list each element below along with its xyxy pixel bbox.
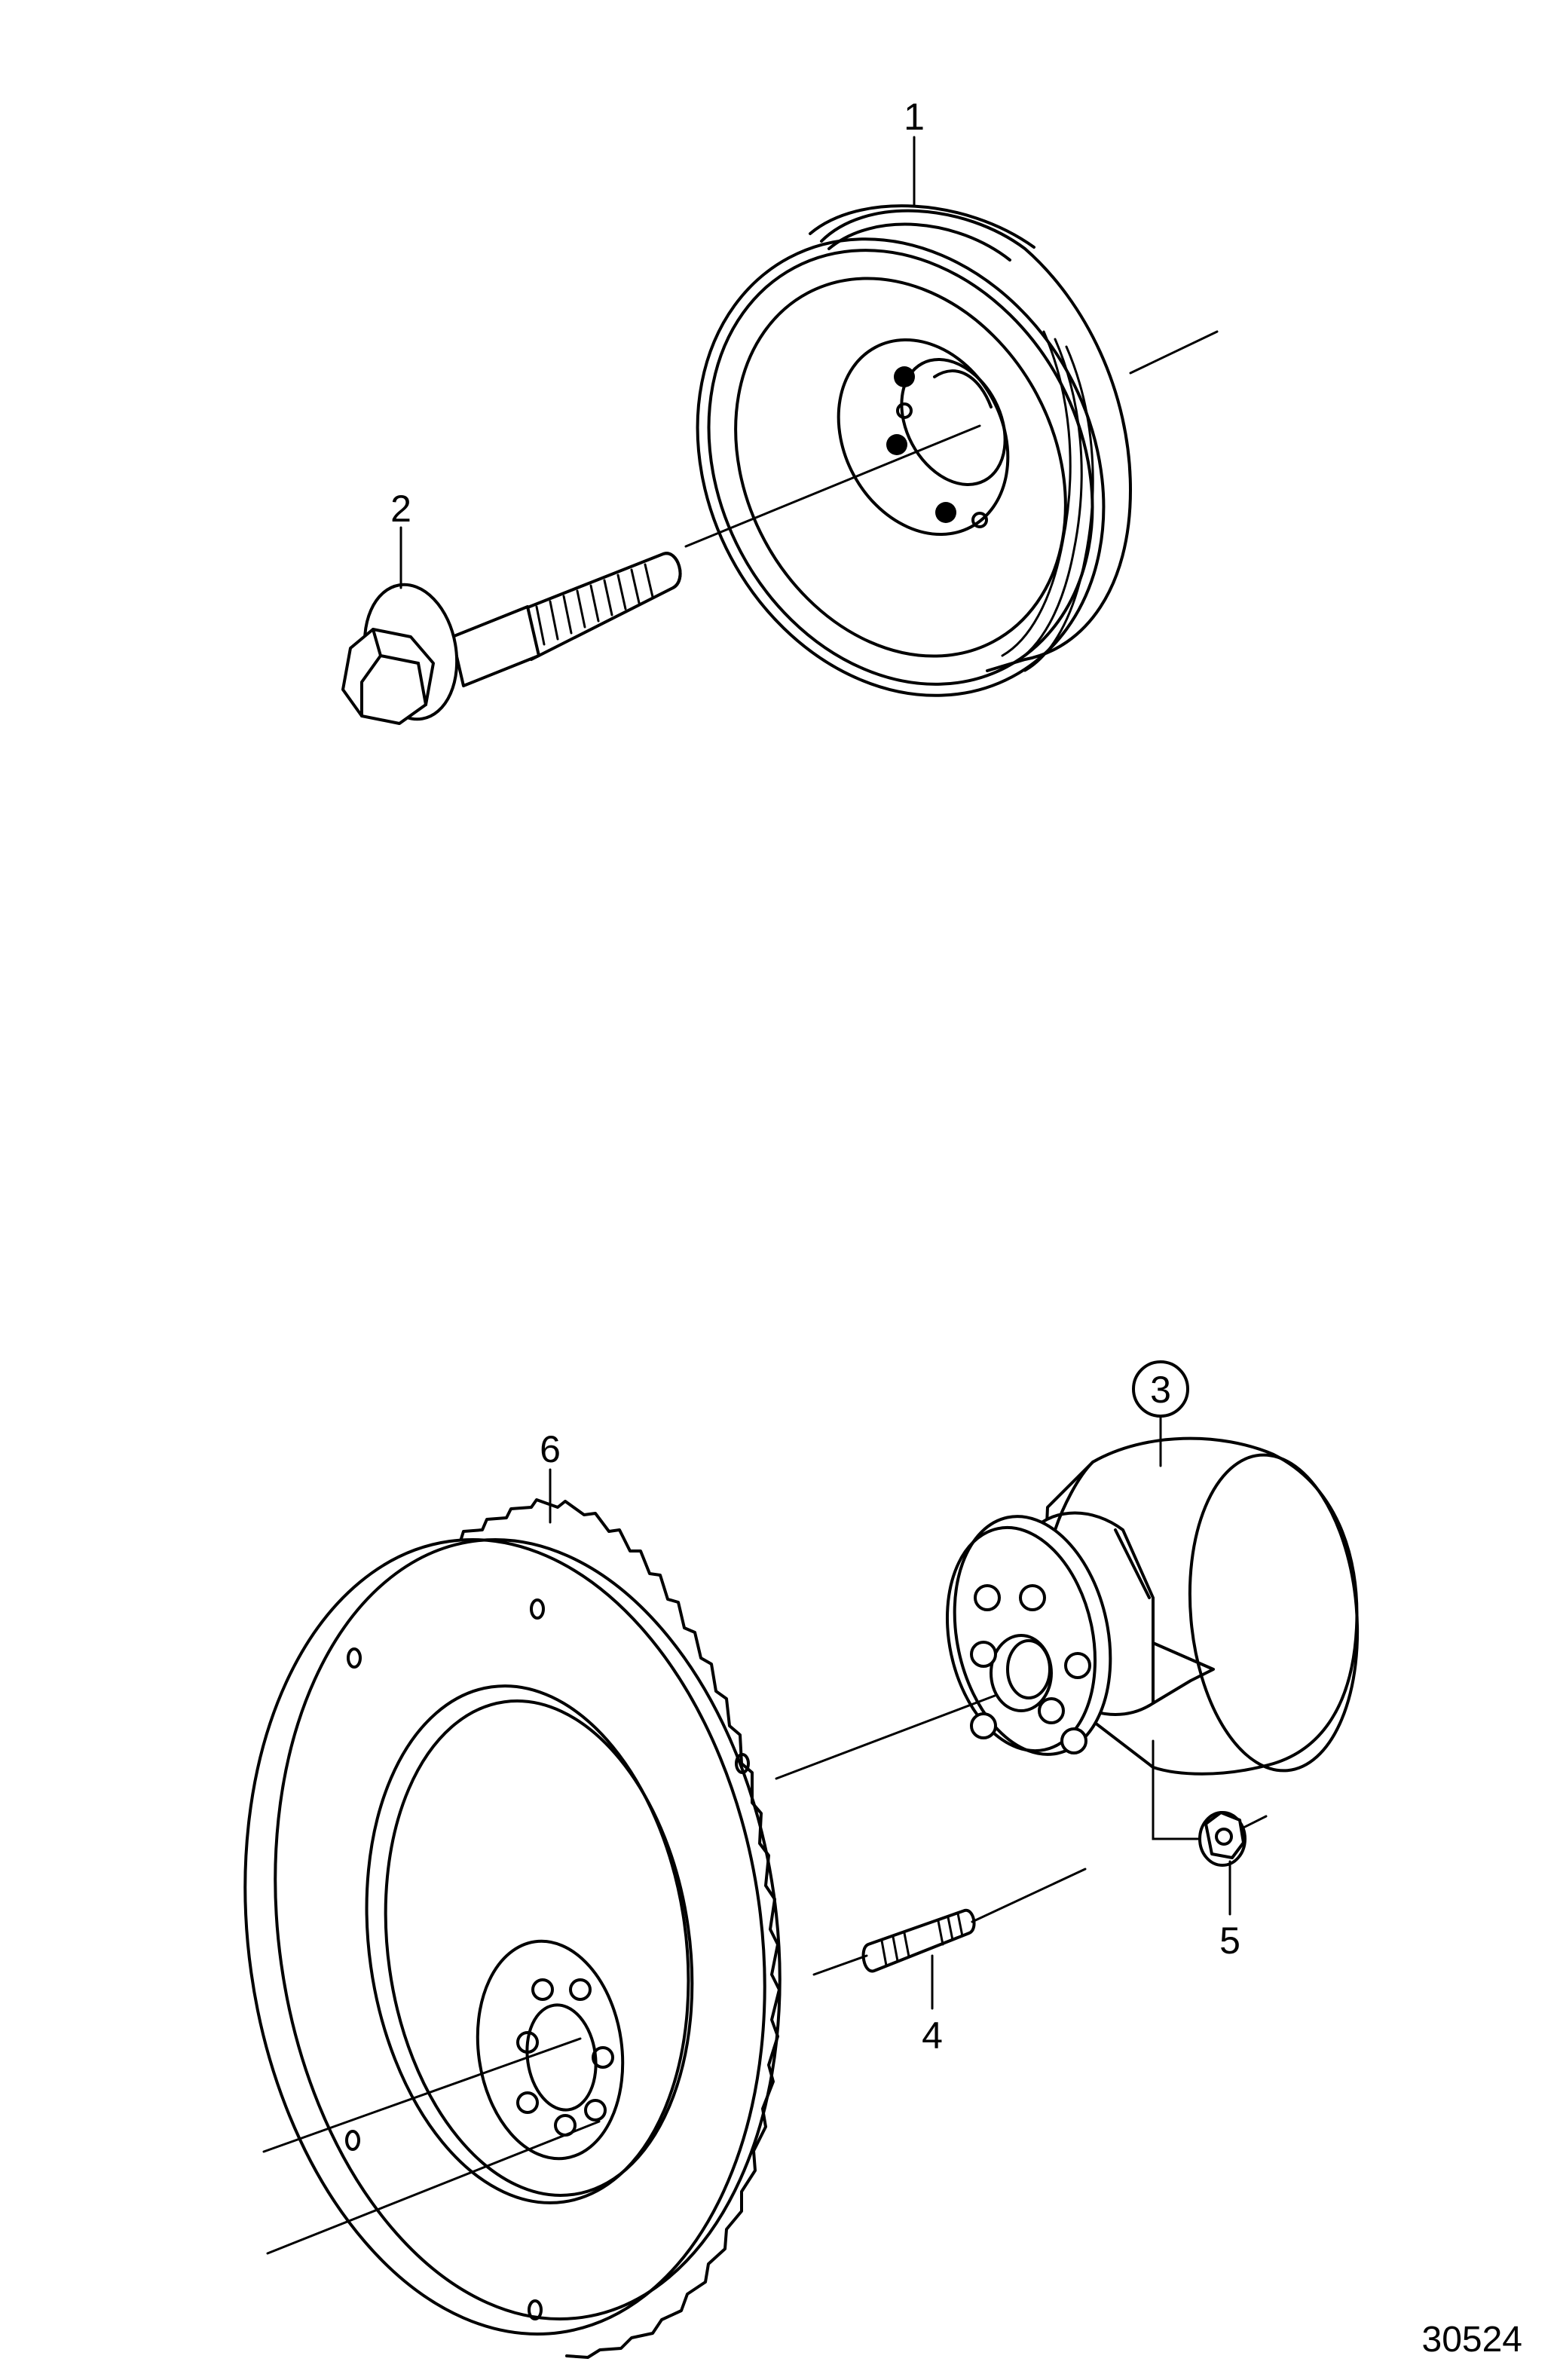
callout-3: 3 xyxy=(1150,1369,1171,1411)
callout-2: 2 xyxy=(390,488,411,530)
callout-6: 6 xyxy=(540,1428,561,1470)
vibration-damper-icon xyxy=(945,1436,1360,1840)
flange-bolt-icon xyxy=(341,552,682,725)
pulley-icon xyxy=(684,204,1219,697)
leader-lines xyxy=(399,136,1231,2010)
stud-icon xyxy=(812,1868,1087,1976)
callout-4: 4 xyxy=(922,2014,943,2057)
callout-1: 1 xyxy=(904,96,925,138)
callout-3-circle xyxy=(1132,1360,1189,1418)
flange-nut-icon xyxy=(1198,1811,1268,1867)
flywheel-ring-gear-icon xyxy=(243,1498,996,2359)
drawing-number: 30524 xyxy=(1422,2320,1522,2360)
callout-5: 5 xyxy=(1219,1920,1240,1962)
